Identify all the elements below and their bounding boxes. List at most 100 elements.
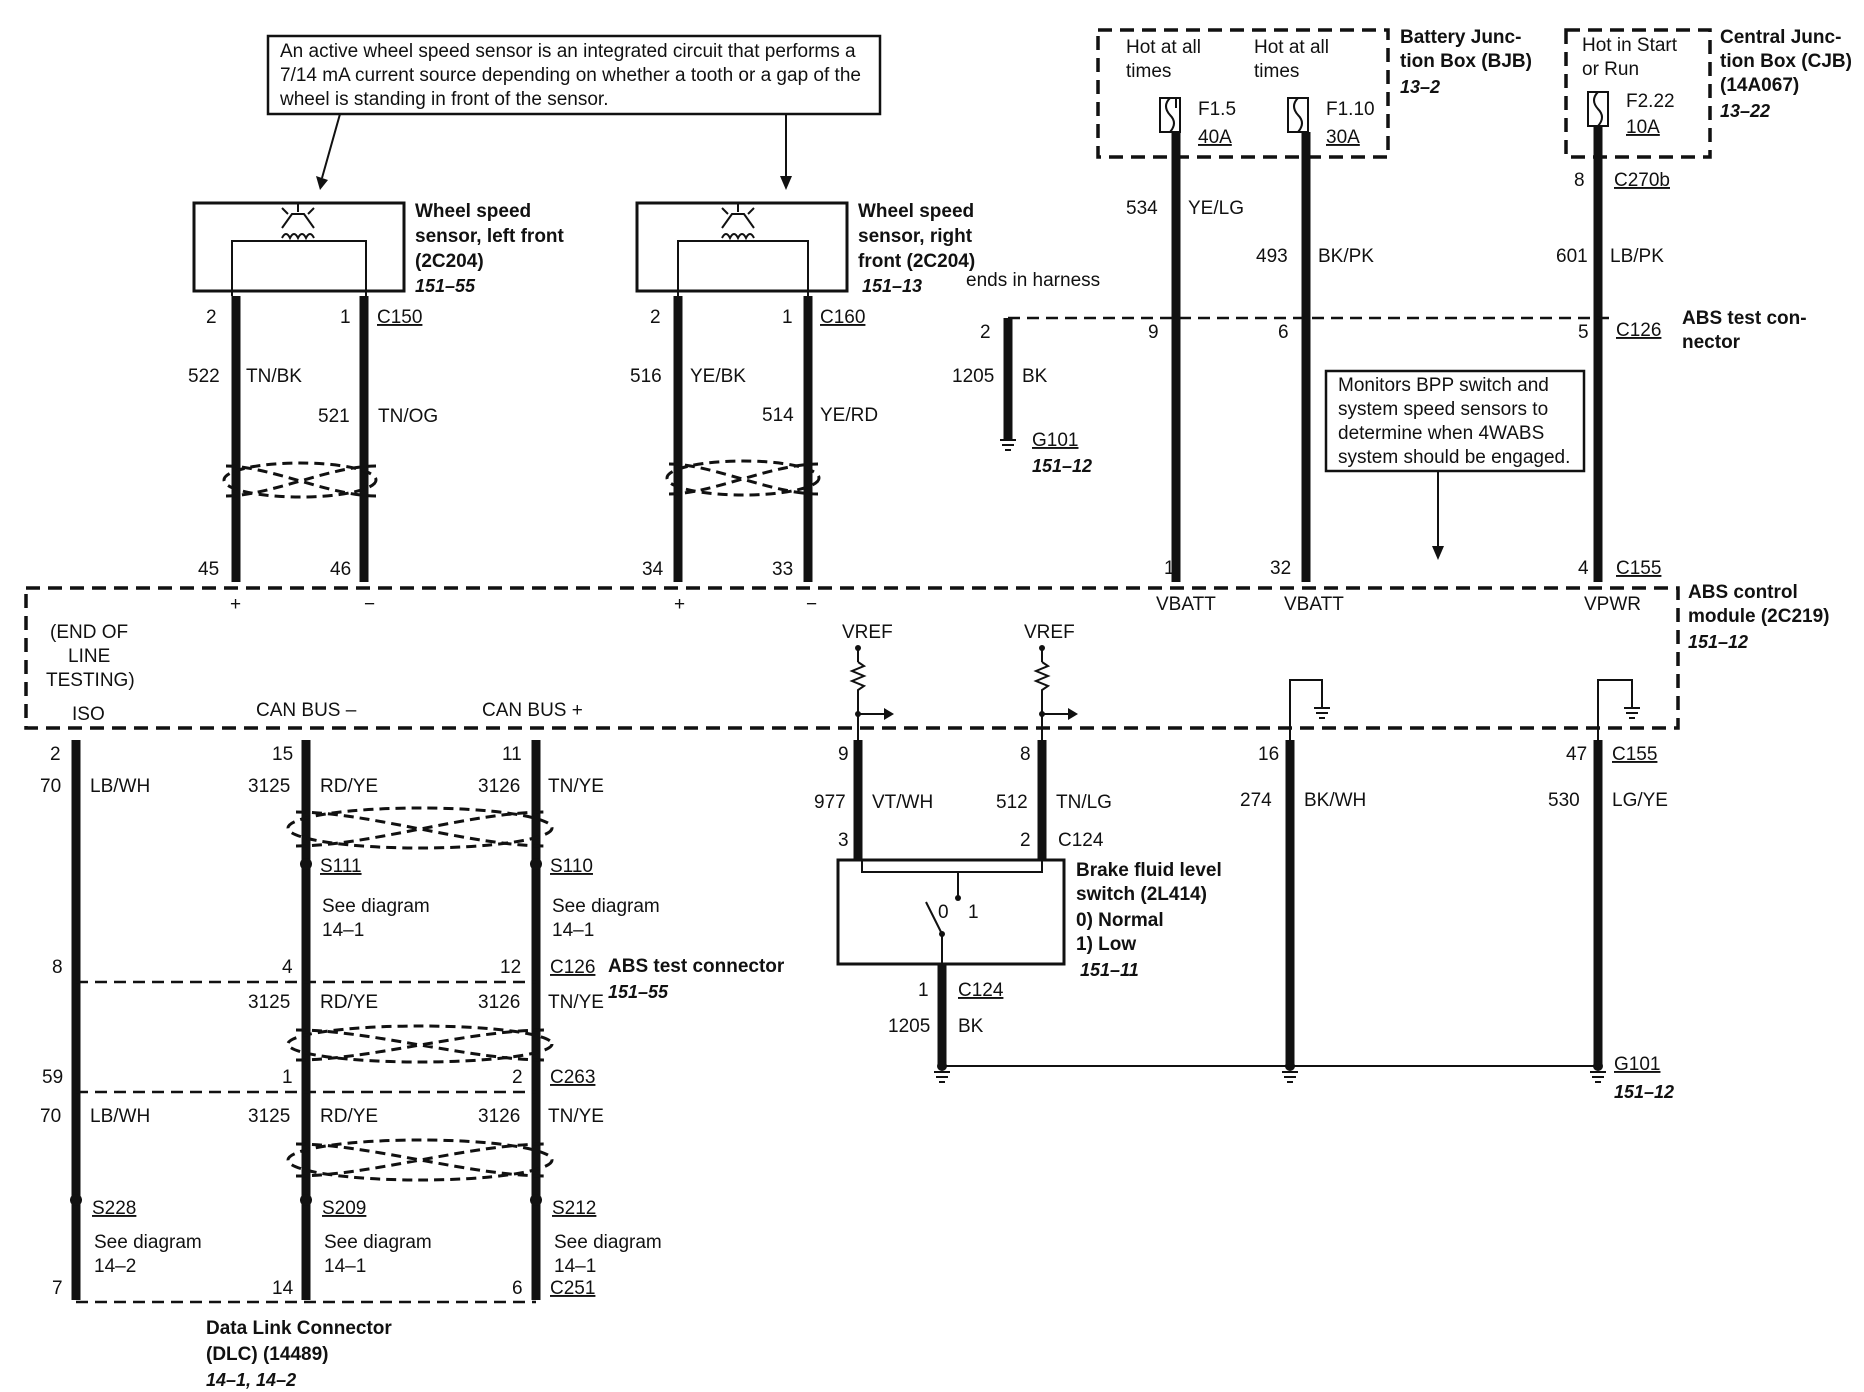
svg-text:TN/BK: TN/BK <box>246 366 302 387</box>
svg-text:An active wheel speed sensor i: An active wheel speed sensor is an integ… <box>280 41 856 62</box>
svg-text:+: + <box>674 594 685 615</box>
svg-text:530: 530 <box>1548 790 1580 811</box>
svg-text:C263: C263 <box>550 1067 595 1088</box>
svg-text:14–1, 14–2: 14–1, 14–2 <box>206 1370 296 1390</box>
svg-text:C126: C126 <box>550 957 595 978</box>
svg-text:See diagram: See diagram <box>94 1232 202 1253</box>
svg-text:Monitors BPP switch and: Monitors BPP switch and <box>1338 375 1549 396</box>
internal-ground-icon <box>1289 679 1330 740</box>
svg-text:14–1: 14–1 <box>322 920 364 941</box>
svg-text:8: 8 <box>52 957 63 978</box>
svg-text:switch (2L414): switch (2L414) <box>1076 884 1207 905</box>
svg-text:−: − <box>806 594 817 615</box>
note-bpp-switch: Monitors BPP switch and system speed sen… <box>1324 369 1586 560</box>
svg-text:3125: 3125 <box>248 1106 290 1127</box>
svg-text:ABS test connector: ABS test connector <box>608 956 785 977</box>
svg-text:151–12: 151–12 <box>1032 456 1092 476</box>
svg-text:BK: BK <box>958 1016 984 1037</box>
svg-text:3126: 3126 <box>478 1106 520 1127</box>
svg-text:6: 6 <box>1278 322 1289 343</box>
svg-text:Battery Junc-: Battery Junc- <box>1400 27 1521 48</box>
ground-icon <box>934 1061 950 1083</box>
svg-text:977: 977 <box>814 792 846 813</box>
wheel-speed-sensor-right-front: Wheel speed sensor, right front (2C204) … <box>630 201 975 582</box>
svg-text:sensor, right: sensor, right <box>858 226 973 247</box>
svg-text:70: 70 <box>40 1106 61 1127</box>
svg-text:C126: C126 <box>1616 320 1661 341</box>
svg-text:151–12: 151–12 <box>1688 632 1748 652</box>
svg-text:0: 0 <box>938 902 949 923</box>
svg-text:4: 4 <box>282 957 293 978</box>
svg-text:wheel is standing in front of: wheel is standing in front of the sensor… <box>279 89 608 110</box>
svg-text:Hot at all: Hot at all <box>1126 37 1201 58</box>
svg-text:516: 516 <box>630 366 662 387</box>
svg-text:14–1: 14–1 <box>552 920 594 941</box>
svg-text:14–1: 14–1 <box>324 1256 366 1277</box>
svg-text:(14A067): (14A067) <box>1720 75 1799 96</box>
internal-ground-icon <box>1597 679 1640 740</box>
svg-text:VBATT: VBATT <box>1284 594 1344 615</box>
svg-text:Central Junc-: Central Junc- <box>1720 27 1841 48</box>
svg-text:C155: C155 <box>1616 558 1661 579</box>
svg-text:TESTING): TESTING) <box>46 670 135 691</box>
svg-text:RD/YE: RD/YE <box>320 992 378 1013</box>
vref-resistor-1 <box>849 645 894 740</box>
svg-text:See diagram: See diagram <box>324 1232 432 1253</box>
svg-text:(DLC) (14489): (DLC) (14489) <box>206 1344 328 1365</box>
battery-junction-box: Hot at all times Hot at all times F1.5 4… <box>1096 27 1532 159</box>
svg-text:tion Box (CJB): tion Box (CJB) <box>1720 51 1852 72</box>
svg-text:VT/WH: VT/WH <box>872 792 933 813</box>
svg-text:512: 512 <box>996 792 1028 813</box>
svg-text:+: + <box>230 594 241 615</box>
svg-text:C251: C251 <box>550 1278 595 1299</box>
svg-text:1: 1 <box>968 902 979 923</box>
svg-text:ABS test con-: ABS test con- <box>1682 308 1807 329</box>
svg-text:1: 1 <box>340 307 351 328</box>
svg-text:47: 47 <box>1566 744 1587 765</box>
svg-text:3: 3 <box>838 830 849 851</box>
svg-text:Hot in Start: Hot in Start <box>1582 35 1678 56</box>
brake-fluid-level-switch: 9 8 977 VT/WH 512 TN/LG 3 2 C124 0 1 Bra… <box>814 740 1222 1066</box>
svg-text:G101: G101 <box>1614 1054 1660 1075</box>
svg-text:See diagram: See diagram <box>552 896 660 917</box>
module-ground-wires: 16 47 C155 274 BK/WH 530 LG/YE G101 151–… <box>934 740 1674 1102</box>
svg-text:0) Normal: 0) Normal <box>1076 910 1164 931</box>
svg-text:See diagram: See diagram <box>554 1232 662 1253</box>
svg-text:13–22: 13–22 <box>1720 101 1770 121</box>
svg-text:151–55: 151–55 <box>415 276 476 296</box>
svg-text:15: 15 <box>272 744 293 765</box>
svg-text:C270b: C270b <box>1614 170 1670 191</box>
svg-text:2: 2 <box>1020 830 1031 851</box>
svg-text:514: 514 <box>762 405 794 426</box>
svg-text:Data Link Connector: Data Link Connector <box>206 1318 392 1339</box>
svg-text:LG/YE: LG/YE <box>1612 790 1668 811</box>
svg-text:C155: C155 <box>1612 744 1657 765</box>
svg-text:BK/PK: BK/PK <box>1318 246 1374 267</box>
svg-text:2: 2 <box>512 1067 523 1088</box>
svg-text:2: 2 <box>980 322 991 343</box>
svg-text:6: 6 <box>512 1278 523 1299</box>
svg-text:14–1: 14–1 <box>554 1256 596 1277</box>
svg-text:RD/YE: RD/YE <box>320 776 378 797</box>
svg-text:CAN BUS +: CAN BUS + <box>482 700 583 721</box>
svg-text:LINE: LINE <box>68 646 110 667</box>
svg-text:C124: C124 <box>958 980 1004 1001</box>
svg-text:ABS control: ABS control <box>1688 582 1798 603</box>
svg-text:151–13: 151–13 <box>862 276 922 296</box>
svg-text:RD/YE: RD/YE <box>320 1106 378 1127</box>
svg-text:BK/WH: BK/WH <box>1304 790 1366 811</box>
fuse-icon <box>1587 91 1609 127</box>
svg-text:59: 59 <box>42 1067 63 1088</box>
svg-text:8: 8 <box>1020 744 1031 765</box>
svg-text:534: 534 <box>1126 198 1158 219</box>
svg-text:−: − <box>364 594 375 615</box>
svg-text:1: 1 <box>918 980 929 1001</box>
svg-text:3126: 3126 <box>478 992 520 1013</box>
svg-text:3125: 3125 <box>248 776 290 797</box>
svg-text:or Run: or Run <box>1582 59 1639 80</box>
svg-text:LB/PK: LB/PK <box>1610 246 1664 267</box>
svg-text:522: 522 <box>188 366 220 387</box>
svg-text:YE/RD: YE/RD <box>820 405 878 426</box>
